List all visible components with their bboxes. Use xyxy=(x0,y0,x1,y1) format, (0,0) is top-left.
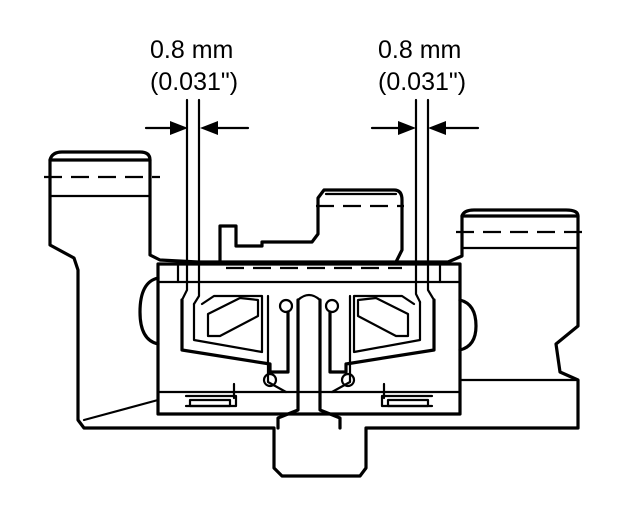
left-seal xyxy=(180,294,294,408)
seal-housing xyxy=(156,262,462,416)
housing-outline xyxy=(48,158,580,478)
center-top-block xyxy=(218,188,404,264)
right-seal xyxy=(324,294,436,408)
left-extension-lines xyxy=(180,98,201,306)
right-clearance-imperial-label: (0.031") xyxy=(378,68,466,96)
center-shaft xyxy=(276,293,342,430)
left-dimension-arrows xyxy=(144,121,250,135)
left-clearance-imperial-label: (0.031") xyxy=(150,68,238,96)
left-side-bump xyxy=(138,276,160,346)
right-housing-detail xyxy=(82,378,580,422)
right-side-bump xyxy=(458,298,478,352)
right-clearance-metric-label: 0.8 mm xyxy=(378,36,461,64)
right-boss xyxy=(456,208,582,250)
right-dimension-arrows xyxy=(370,121,480,135)
left-clearance-metric-label: 0.8 mm xyxy=(150,36,233,64)
right-extension-lines xyxy=(414,98,436,304)
left-boss xyxy=(44,150,160,198)
